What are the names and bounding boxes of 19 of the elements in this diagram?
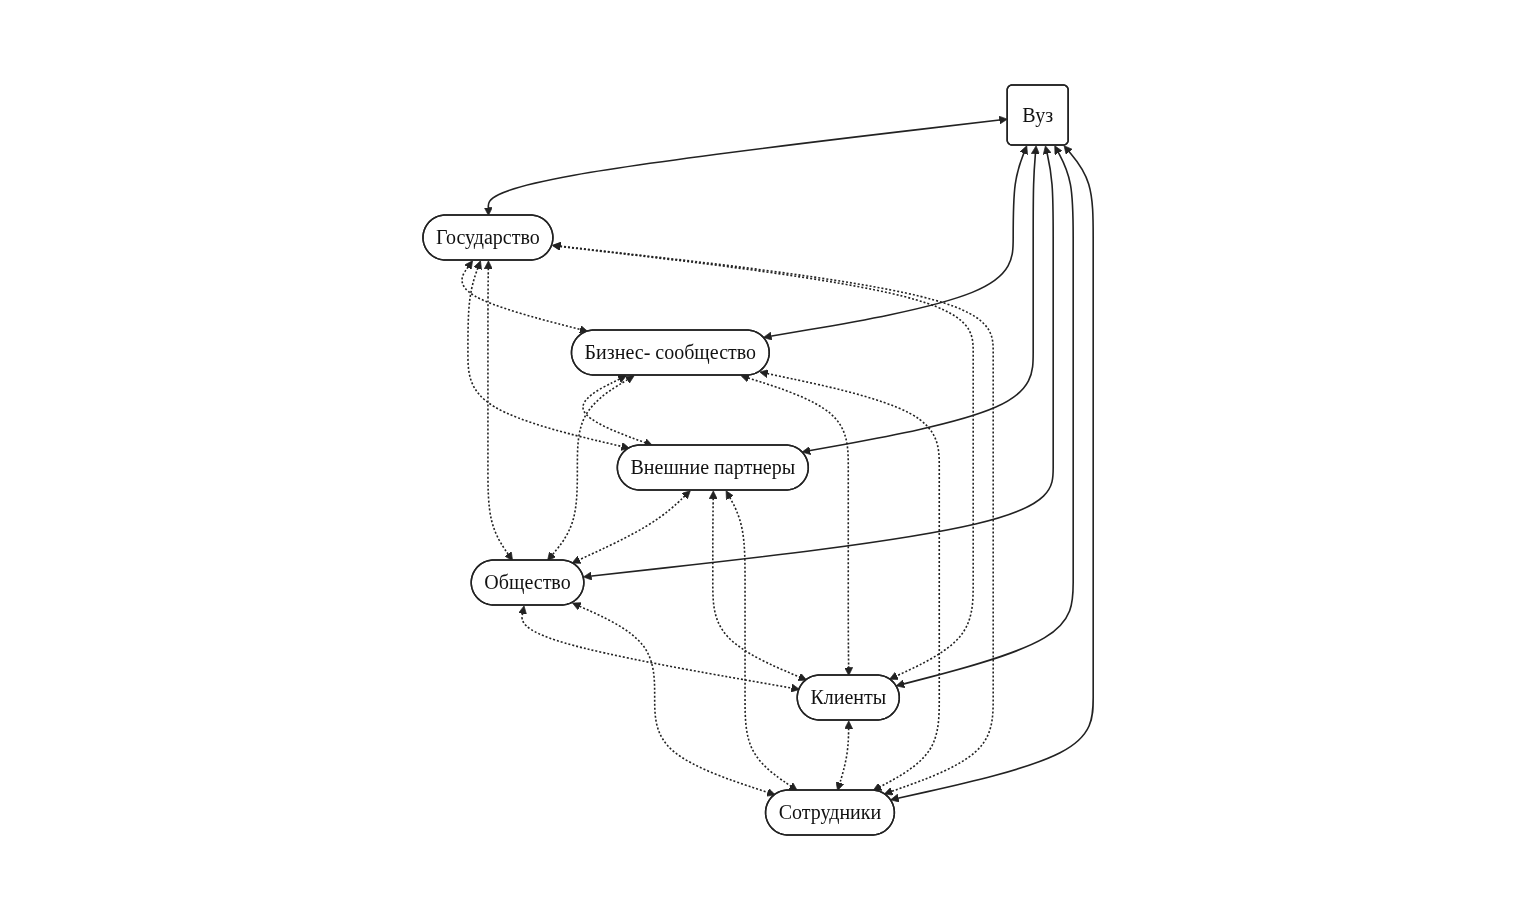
arrow — [552, 241, 994, 795]
arrow — [467, 259, 630, 451]
arrow — [483, 115, 1008, 216]
arrow — [518, 605, 800, 692]
arrow — [740, 373, 853, 676]
arrow — [547, 374, 635, 561]
arrow — [759, 368, 940, 791]
arrow — [762, 144, 1028, 340]
arrow — [895, 144, 1074, 688]
arrow — [483, 260, 513, 561]
arrow — [583, 145, 1054, 580]
arrow — [835, 720, 853, 791]
arrow — [708, 490, 807, 681]
arrow — [890, 144, 1094, 802]
arrow — [572, 601, 776, 797]
arrow — [725, 489, 798, 791]
arrow — [461, 259, 589, 334]
arrow — [801, 145, 1040, 455]
arrow — [571, 489, 691, 564]
